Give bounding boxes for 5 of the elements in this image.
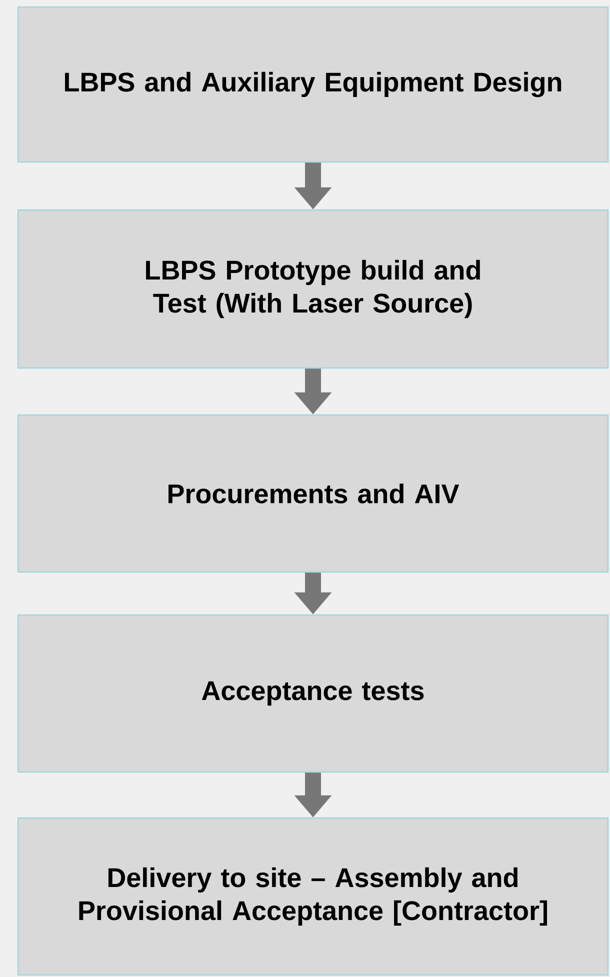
process-box: Acceptance tests (17, 614, 609, 773)
process-box: Delivery to site – Assembly and Provisional Acceptance [Contractor] (17, 817, 609, 976)
process-box: LBPS Prototype build and Test (With Laser Source) (17, 209, 609, 369)
process-box: LBPS and Auxiliary Equipment Design (17, 6, 609, 163)
process-box: Procurements and AIV (17, 414, 609, 573)
